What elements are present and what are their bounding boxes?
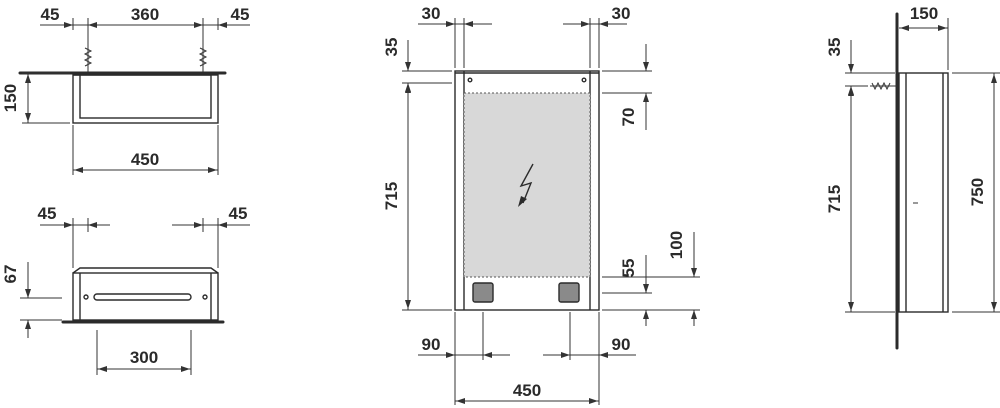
bottom-view-cabinet: [72, 267, 219, 321]
side-view-dim-inner-height: 715: [825, 185, 844, 213]
top-view-total-width-dim: [72, 125, 219, 175]
front-view-dim-socket-bottom: 55: [619, 259, 638, 278]
top-view-dim-middle: 360: [131, 5, 159, 24]
front-view-top-offset-dim: [402, 40, 452, 92]
side-view: 150 35 715 750: [825, 4, 1000, 350]
front-view-dim-top-offset: 35: [382, 38, 401, 57]
front-view-dim-bottom-left: 90: [422, 335, 441, 354]
side-view-total-height-dim: [952, 72, 1000, 313]
side-view-mounting-screw: [870, 81, 897, 91]
bottom-view-slot-dim: [96, 330, 192, 375]
bottom-view-dim-right: 45: [229, 204, 248, 223]
side-view-dim-depth: 150: [910, 4, 938, 23]
side-view-depth-dim: [899, 18, 949, 70]
side-view-cabinet: [898, 72, 949, 313]
front-view-socket-dims: [602, 232, 700, 326]
top-view-dim-depth: 150: [1, 84, 20, 112]
top-view-dim-right: 45: [231, 5, 250, 24]
top-view-dim-left: 45: [41, 5, 60, 24]
front-view-mirror-top-dim: [602, 44, 652, 130]
bottom-view: 45 45 67: [1, 204, 250, 375]
side-view-dim-top-offset: 35: [825, 38, 844, 57]
mounting-screw-left: [83, 45, 93, 72]
front-view-dim-top-right: 30: [612, 4, 631, 23]
front-view-dim-mirror-top: 70: [619, 108, 638, 127]
front-view: 30 30 35: [382, 4, 700, 405]
bottom-view-dim-left: 45: [38, 204, 57, 223]
mounting-screw-right: [198, 45, 208, 72]
side-view-inner-height-dim: [845, 86, 895, 313]
top-view-depth-dim: [22, 72, 70, 124]
front-view-dim-height: 715: [382, 182, 401, 210]
front-view-bottom-chain: [418, 312, 636, 405]
ventilation-slot: [83, 293, 208, 301]
top-view-cabinet: [72, 74, 219, 124]
bottom-view-height-dim: [20, 262, 62, 338]
power-socket-icon: [472, 282, 494, 303]
top-view-width-chain: [40, 18, 250, 72]
top-view-dim-width: 450: [131, 150, 159, 169]
bottom-view-dim-height: 67: [1, 265, 20, 284]
bottom-view-dim-slot: 300: [130, 348, 158, 367]
side-view-dim-total-height: 750: [968, 178, 987, 206]
front-view-dim-bottom-right: 90: [612, 335, 631, 354]
front-view-top-chain: [418, 18, 627, 68]
side-view-top-offset-dim: [845, 40, 895, 95]
bottom-view-side-chain: [40, 218, 250, 268]
front-view-dim-width: 450: [513, 381, 541, 400]
mirror-door: [463, 92, 591, 278]
front-view-width-dim: [455, 398, 599, 404]
top-view: 45 360 45 150: [1, 5, 250, 175]
front-view-height-dim: [402, 83, 452, 311]
lightning-bolt-icon: [518, 163, 534, 207]
front-view-dim-top-left: 30: [422, 4, 441, 23]
front-view-dim-socket-height: 100: [667, 231, 686, 259]
power-socket-icon: [558, 282, 580, 303]
